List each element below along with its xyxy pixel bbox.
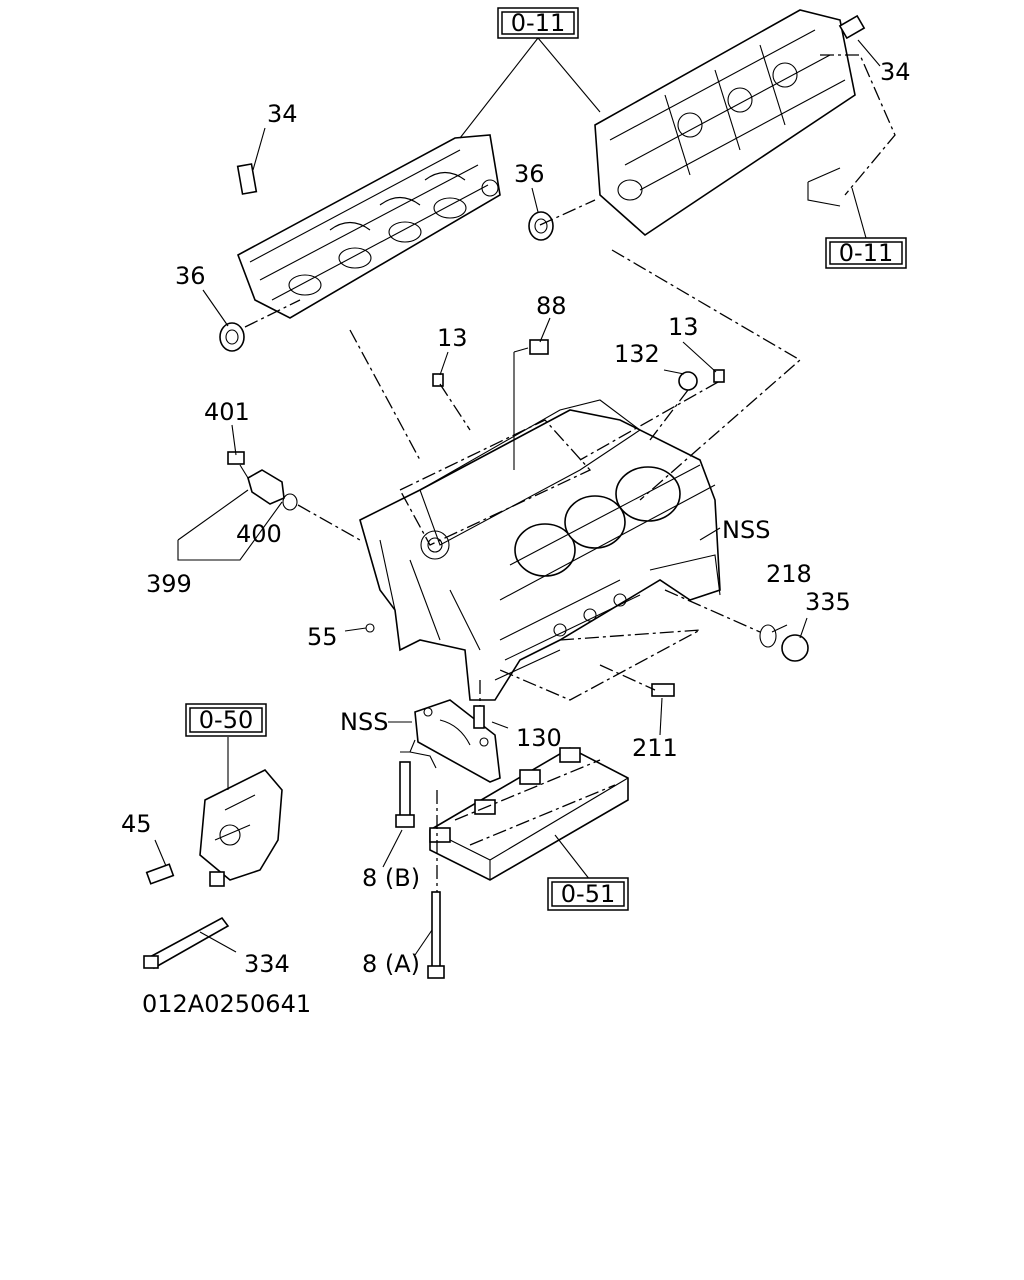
small-parts: [143, 14, 866, 979]
assembly-lines: [154, 37, 896, 956]
label-334: 334: [244, 950, 290, 978]
label-400: 400: [236, 520, 282, 548]
label-45: 45: [121, 810, 152, 838]
label-335: 335: [805, 588, 851, 616]
label-nss-cap: NSS: [340, 708, 388, 736]
label-34-right: 34: [880, 58, 911, 86]
label-8a: 8 (A): [362, 950, 420, 978]
label-401: 401: [204, 398, 250, 426]
label-13-right: 13: [668, 313, 699, 341]
left-cylinder-head: [237, 134, 501, 319]
label-36-left: 36: [175, 262, 206, 290]
label-13-left: 13: [437, 324, 468, 352]
label-8b: 8 (B): [362, 864, 420, 892]
part-labels: 34 34 36 36 88 13 13 132 401 400 399 55 …: [121, 58, 911, 978]
label-218: 218: [766, 560, 812, 588]
ref-label: 0-11: [839, 239, 893, 267]
cylinder-block: [359, 399, 721, 701]
diagram-id: 012A0250641: [142, 990, 311, 1018]
ref-label: 0-11: [511, 9, 565, 37]
label-34-left: 34: [267, 100, 298, 128]
bed-plate: [429, 747, 629, 881]
label-132: 132: [614, 340, 660, 368]
label-nss-block: NSS: [722, 516, 770, 544]
label-399: 399: [146, 570, 192, 598]
label-88: 88: [536, 292, 567, 320]
ref-label: 0-51: [561, 880, 615, 908]
ref-box-oil-filter: 0-50: [185, 703, 267, 737]
label-211: 211: [632, 734, 678, 762]
main-bearing-cap: [414, 699, 501, 783]
right-cylinder-head: [594, 9, 856, 237]
oil-filter-adapter: [199, 769, 283, 887]
ref-box-head-side: 0-11: [825, 237, 907, 269]
label-130: 130: [516, 724, 562, 752]
ref-label: 0-50: [199, 706, 253, 734]
ref-box-head-top: 0-11: [497, 7, 579, 39]
ref-box-bed-plate: 0-51: [547, 877, 629, 911]
label-55: 55: [307, 623, 338, 651]
label-36-mid: 36: [514, 160, 545, 188]
